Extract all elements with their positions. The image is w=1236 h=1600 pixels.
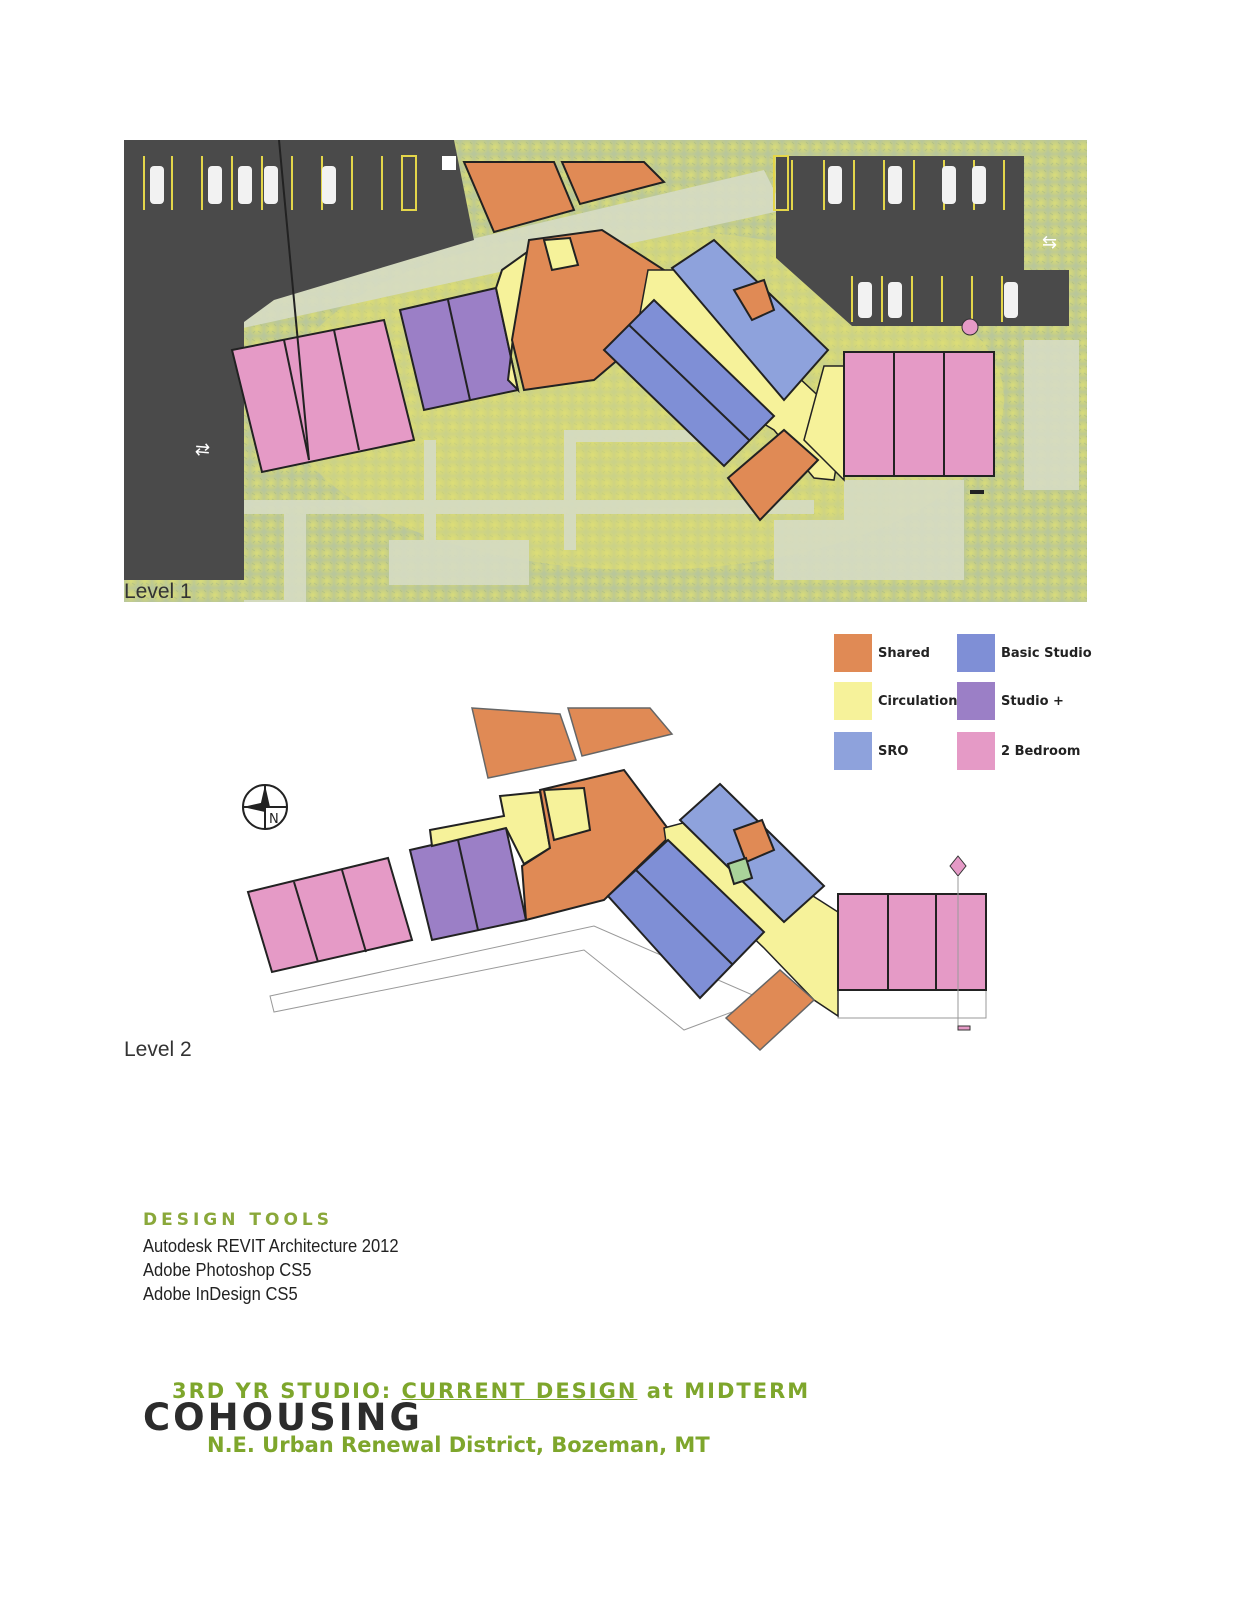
legend-label: Basic Studio [1001,645,1092,661]
design-tool-item: Autodesk REVIT Architecture 2012 [143,1236,399,1256]
basic-studio-block [602,298,776,468]
legend-item-2-bedroom: 2 Bedroom [957,732,1080,770]
legend-swatch-2-bedroom [957,732,995,770]
legend-swatch-shared [834,634,872,672]
legend-swatch-studio-plus [957,682,995,720]
design-tool-item: Adobe Photoshop CS5 [143,1260,312,1280]
project-title: COHOUSING [143,1396,423,1439]
l2-shared-pavilion-south [724,968,816,1052]
level-1-site-plan: ⇅ ⇆ [124,140,1087,602]
subtitle-suffix: at MIDTERM [646,1379,811,1403]
subtitle-underlined: CURRENT DESIGN [401,1379,638,1403]
north-arrow-icon: N [242,784,288,830]
l2-two-bedroom-west [246,856,414,974]
level-2-label: Level 2 [124,1038,192,1061]
legend-swatch-circulation [834,682,872,720]
l2-basic-studio [606,838,766,1000]
legend-item-shared: Shared [834,634,930,672]
l2-entry-marker [949,855,967,877]
legend-label: Circulation [878,693,958,709]
legend-item-studio-plus: Studio + [957,682,1064,720]
parking-lot-east: ⇆ [773,155,1069,336]
l2-studio-plus [408,826,528,942]
subtitle-prefix: 3RD YR STUDIO: [172,1379,393,1403]
l2-central-core [428,768,674,922]
legend-label: Studio + [1001,693,1064,709]
project-location: N.E. Urban Renewal District, Bozeman, MT [207,1433,710,1457]
legend-label: Shared [878,645,930,661]
two-bedroom-west-block [230,140,416,474]
legend-item-circulation: Circulation [834,682,957,720]
shared-pavilion-south [726,428,820,522]
design-tool-item: Adobe InDesign CS5 [143,1284,298,1304]
sidewalks [214,170,1079,602]
legend-item-sro: SRO [834,732,908,770]
shared-pavilions-north [462,161,666,234]
level-2-floor-plan [246,707,987,1052]
project-subtitle: 3RD YR STUDIO: CURRENT DESIGN at MIDTERM [172,1379,810,1403]
legend-swatch-sro [834,732,872,770]
level-1-label: Level 1 [124,580,192,603]
legend-label: SRO [878,743,909,759]
legend-label: 2 Bedroom [1001,743,1081,759]
legend-swatch-basic-studio [957,634,995,672]
design-tools-heading: DESIGN TOOLS [143,1210,333,1230]
two-bedroom-east-block [843,351,995,477]
legend-item-basic-studio: Basic Studio [957,634,1092,672]
compass-label: N [269,812,279,827]
design-tools: DESIGN TOOLS Autodesk REVIT Architecture… [143,1210,543,1306]
studio-plus-block [398,286,520,412]
l2-two-bedroom-east [837,893,987,991]
parking-lot-west: ⇅ [124,140,474,580]
svg-text:⇅: ⇅ [192,441,214,458]
l2-shared-pavilions-north [471,707,674,779]
svg-text:⇆: ⇆ [1042,232,1057,253]
l2-sro [678,782,826,924]
sro-block [670,238,830,402]
